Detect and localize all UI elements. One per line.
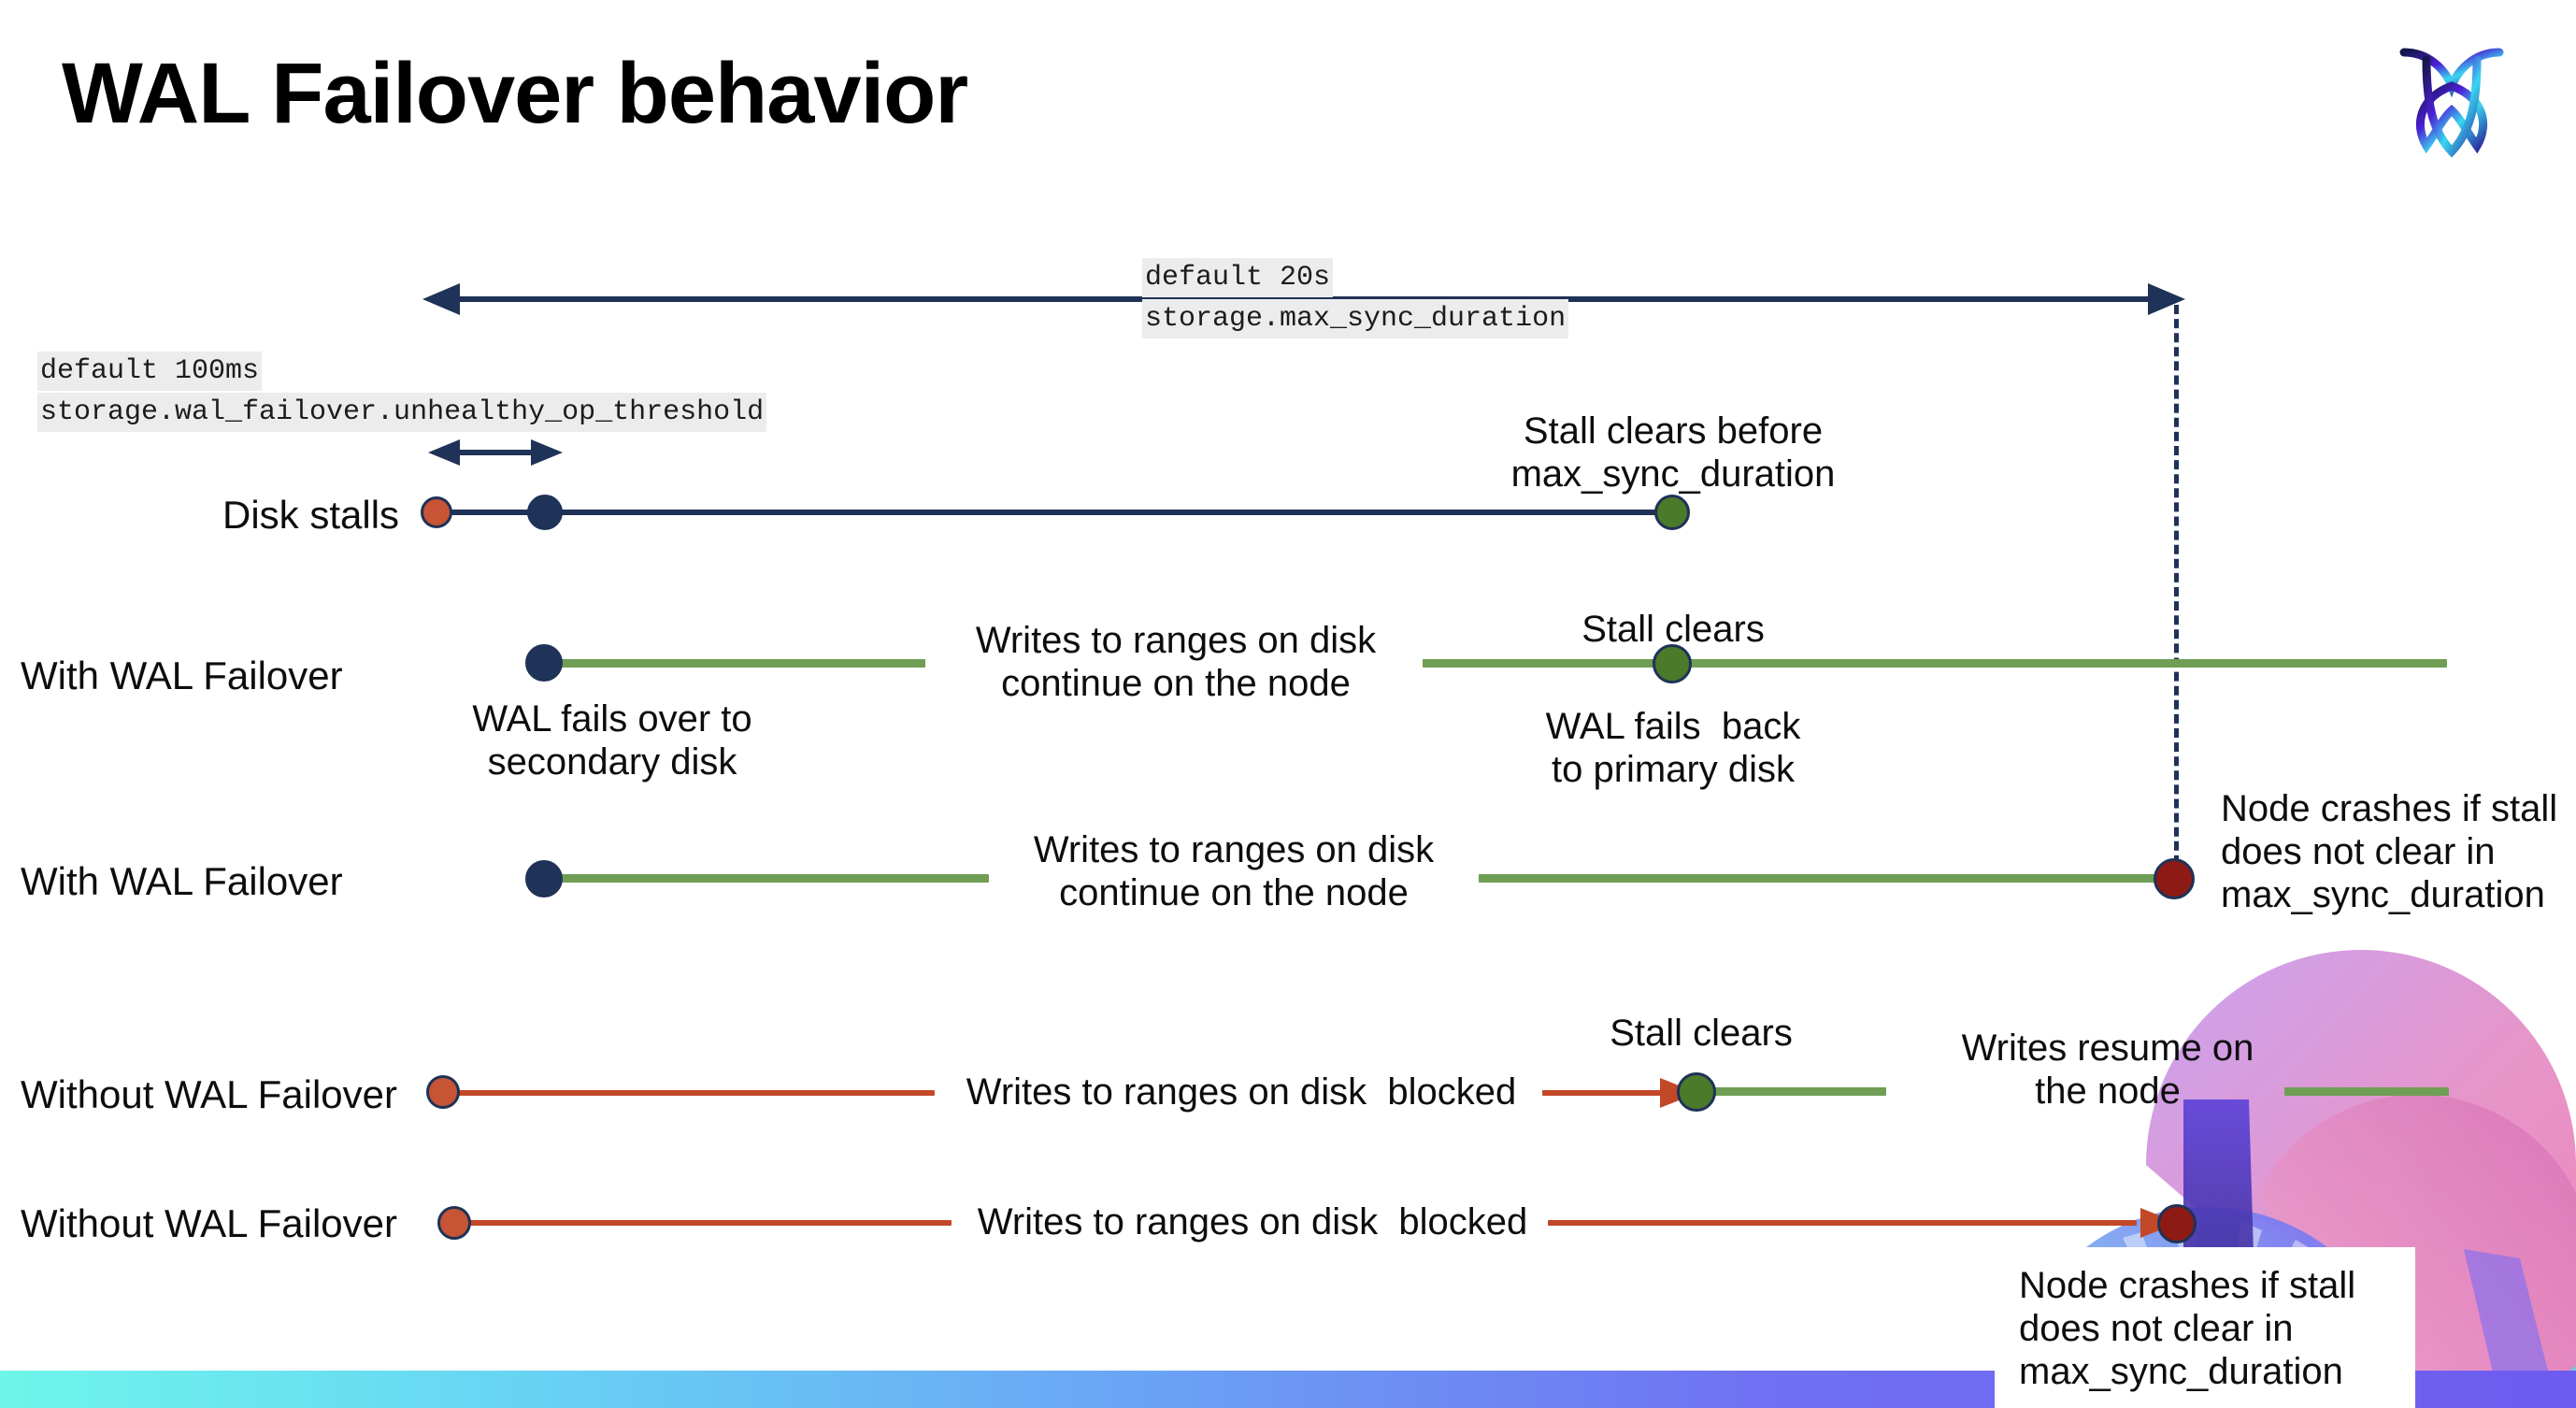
row-label-with-wal-failover-2: With WAL Failover (21, 859, 343, 903)
row4-far-right-line1: Writes resume on (1961, 1027, 2254, 1069)
row2-green-segment-left (542, 659, 925, 668)
row4-red-segment-right (1542, 1090, 1667, 1096)
row2-green-segment-right (1423, 659, 2447, 668)
row2-below-left-line1: WAL fails over to (472, 698, 752, 740)
unhealthy-op-setting-label: storage.wal_failover.unhealthy_op_thresh… (37, 393, 767, 433)
row5-red-segment-right (1548, 1220, 2137, 1226)
row4-green-segment (1709, 1087, 1886, 1096)
row1-failover-dot (527, 495, 563, 530)
row2-below-right-line2: to primary disk (1551, 749, 1796, 790)
row1-stall-clears-dot (1654, 495, 1690, 530)
row2-failover-dot (525, 644, 563, 682)
row3-green-segment-left (542, 874, 989, 883)
max-sync-default-label: default 20s (1142, 258, 1334, 298)
row1-note-line2: max_sync_duration (1510, 453, 1836, 495)
row5-crash-callout-box (1995, 1247, 2415, 1408)
row5-node-crash-dot (2157, 1204, 2197, 1243)
row4-green-segment-far (2284, 1087, 2449, 1096)
row5-stall-start-dot (437, 1206, 471, 1240)
row2-stall-clears-dot (1653, 644, 1692, 683)
row-label-disk-stalls: Disk stalls (222, 493, 400, 537)
row3-mid-line2: continue on the node (1059, 872, 1409, 913)
max-sync-dashed-guide (2174, 305, 2179, 879)
row3-node-crash-dot (2154, 858, 2195, 899)
row-label-without-wal-failover-1: Without WAL Failover (21, 1072, 397, 1116)
row2-below-left-line2: secondary disk (487, 741, 737, 783)
row3-crash-note-line2: does not clear in (2221, 831, 2496, 872)
row1-stall-start-dot (421, 496, 452, 528)
row5-red-segment-left (462, 1220, 952, 1226)
row5-callout-line2: does not clear in (2019, 1308, 2294, 1349)
row-label-with-wal-failover-1: With WAL Failover (21, 654, 343, 697)
row2-mid-line1: Writes to ranges on disk (975, 620, 1377, 661)
row3-crash-note-line1: Node crashes if stall (2221, 788, 2558, 829)
row4-stall-clears-dot (1677, 1072, 1716, 1112)
row5-mid-label: Writes to ranges on disk blocked (977, 1201, 1528, 1243)
page-title: WAL Failover behavior (62, 46, 968, 141)
row-label-without-wal-failover-2: Without WAL Failover (21, 1201, 397, 1245)
row5-callout-line3: max_sync_duration (2019, 1351, 2343, 1392)
row4-stall-clears-label: Stall clears (1610, 1013, 1793, 1054)
unhealthy-op-default-label: default 100ms (37, 352, 263, 392)
row3-crash-note-line3: max_sync_duration (2221, 874, 2545, 915)
max-sync-setting-label: storage.max_sync_duration (1142, 299, 1569, 339)
row2-stall-clears-label: Stall clears (1581, 609, 1765, 650)
cockroachdb-logo-icon (2372, 21, 2531, 170)
row4-mid-label: Writes to ranges on disk blocked (966, 1071, 1517, 1113)
row5-callout-line1: Node crashes if stall (2019, 1265, 2356, 1306)
row3-mid-line1: Writes to ranges on disk (1033, 829, 1435, 870)
row3-green-segment-right (1479, 874, 2178, 883)
row2-below-right-line1: WAL fails back (1545, 706, 1801, 747)
row4-red-segment-left (451, 1090, 935, 1096)
row4-stall-start-dot (426, 1075, 460, 1109)
row1-note-line1: Stall clears before (1523, 410, 1824, 452)
row2-mid-line2: continue on the node (1001, 663, 1351, 704)
row1-navy-segment (439, 510, 1675, 515)
row3-failover-dot (525, 860, 563, 898)
row4-far-right-line2: the node (2035, 1070, 2181, 1112)
